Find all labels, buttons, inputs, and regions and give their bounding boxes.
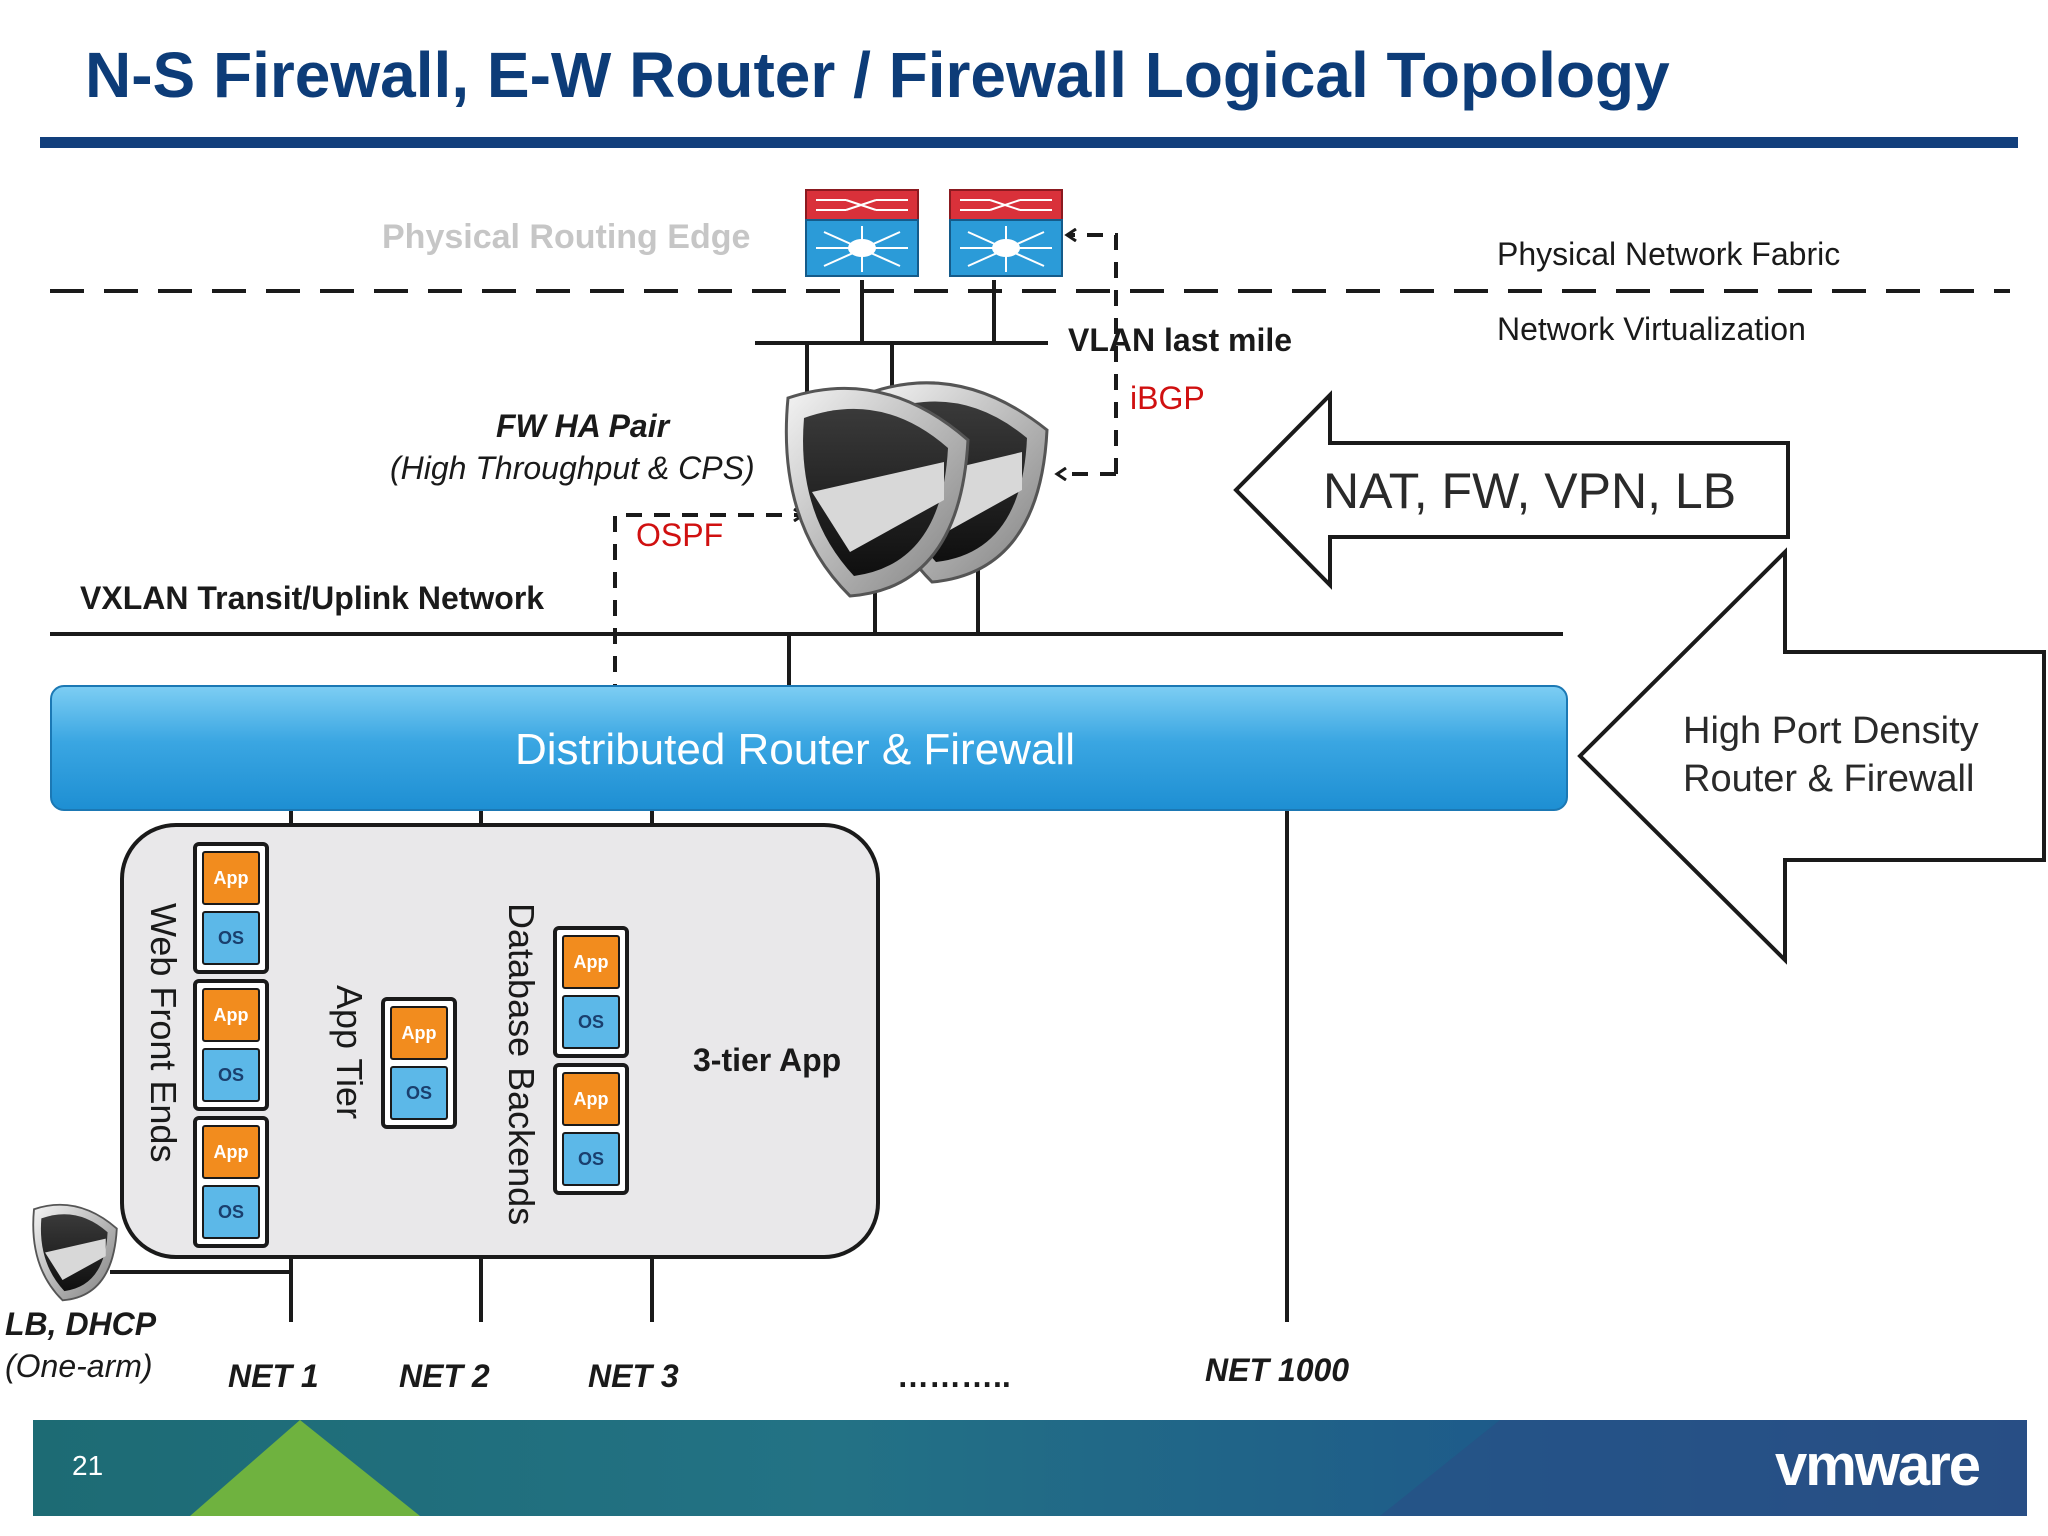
vm-icon: App OS — [553, 926, 629, 1058]
app-tier-label: App Tier — [329, 985, 370, 1120]
footer-green-wedge — [190, 1420, 420, 1516]
lb-dhcp-label: LB, DHCP — [5, 1306, 157, 1342]
vm-icon: App OS — [553, 1063, 629, 1195]
os-block: OS — [202, 1048, 260, 1102]
vm-icon: App OS — [193, 842, 269, 974]
one-arm-label: (One-arm) — [5, 1348, 153, 1384]
os-block: OS — [202, 1185, 260, 1239]
firewall-shield-icon — [32, 1203, 118, 1302]
os-block: OS — [202, 911, 260, 965]
density-arrow-label-1: High Port Density — [1683, 710, 1979, 752]
fw-ha-pair-subtitle: (High Throughput & CPS) — [390, 450, 755, 486]
services-arrow-shape — [1233, 390, 1790, 590]
title-rule — [40, 137, 2018, 148]
firewall-shield-icon — [784, 386, 970, 598]
web-front-ends-label: Web Front Ends — [143, 903, 184, 1163]
footer-dark-wedge — [1380, 1420, 2027, 1516]
services-arrow-label: NAT, FW, VPN, LB — [1323, 463, 1737, 519]
app-block: App — [202, 988, 260, 1042]
vxlan-transit-label: VXLAN Transit/Uplink Network — [80, 580, 545, 616]
page-number: 21 — [72, 1450, 104, 1481]
network-virtualization-label: Network Virtualization — [1497, 311, 1806, 347]
os-block: OS — [562, 995, 620, 1049]
vm-icon: App OS — [193, 1116, 269, 1248]
distributed-router-bar — [50, 685, 1568, 811]
ibgp-dashed-link — [1068, 235, 1118, 474]
os-block: OS — [562, 1132, 620, 1186]
physical-network-fabric-label: Physical Network Fabric — [1497, 236, 1841, 272]
vlan-last-mile-label: VLAN last mile — [1068, 322, 1293, 358]
three-tier-app-label: 3-tier App — [693, 1042, 842, 1078]
net1000-label: NET 1000 — [1205, 1352, 1350, 1388]
ospf-dashed-link — [613, 515, 802, 700]
net2-label: NET 2 — [399, 1358, 490, 1394]
app-block: App — [562, 1072, 620, 1126]
app-block: App — [562, 935, 620, 989]
switch-icon — [949, 189, 1063, 277]
vm-icon: App OS — [193, 979, 269, 1111]
vmware-logo: vmware — [1775, 1433, 1981, 1498]
app-block: App — [390, 1006, 448, 1060]
os-block: OS — [390, 1066, 448, 1120]
net3-label: NET 3 — [588, 1358, 679, 1394]
fw-ha-pair-label: FW HA Pair — [496, 408, 670, 444]
density-arrow-shape — [1577, 547, 2046, 965]
ospf-label: OSPF — [636, 517, 724, 553]
app-block: App — [202, 1125, 260, 1179]
density-arrow-label-2: Router & Firewall — [1683, 758, 1975, 800]
switch-icon — [805, 189, 919, 277]
more-networks-ellipsis: ……….. — [897, 1358, 1011, 1394]
database-backends-label: Database Backends — [501, 903, 542, 1226]
page-title: N-S Firewall, E-W Router / Firewall Logi… — [85, 39, 1670, 111]
ibgp-label: iBGP — [1130, 380, 1205, 416]
physical-routing-edge-label: Physical Routing Edge — [382, 218, 751, 256]
net1-label: NET 1 — [228, 1358, 319, 1394]
distributed-router-label: Distributed Router & Firewall — [515, 725, 1075, 774]
vm-icon: App OS — [381, 997, 457, 1129]
app-block: App — [202, 851, 260, 905]
